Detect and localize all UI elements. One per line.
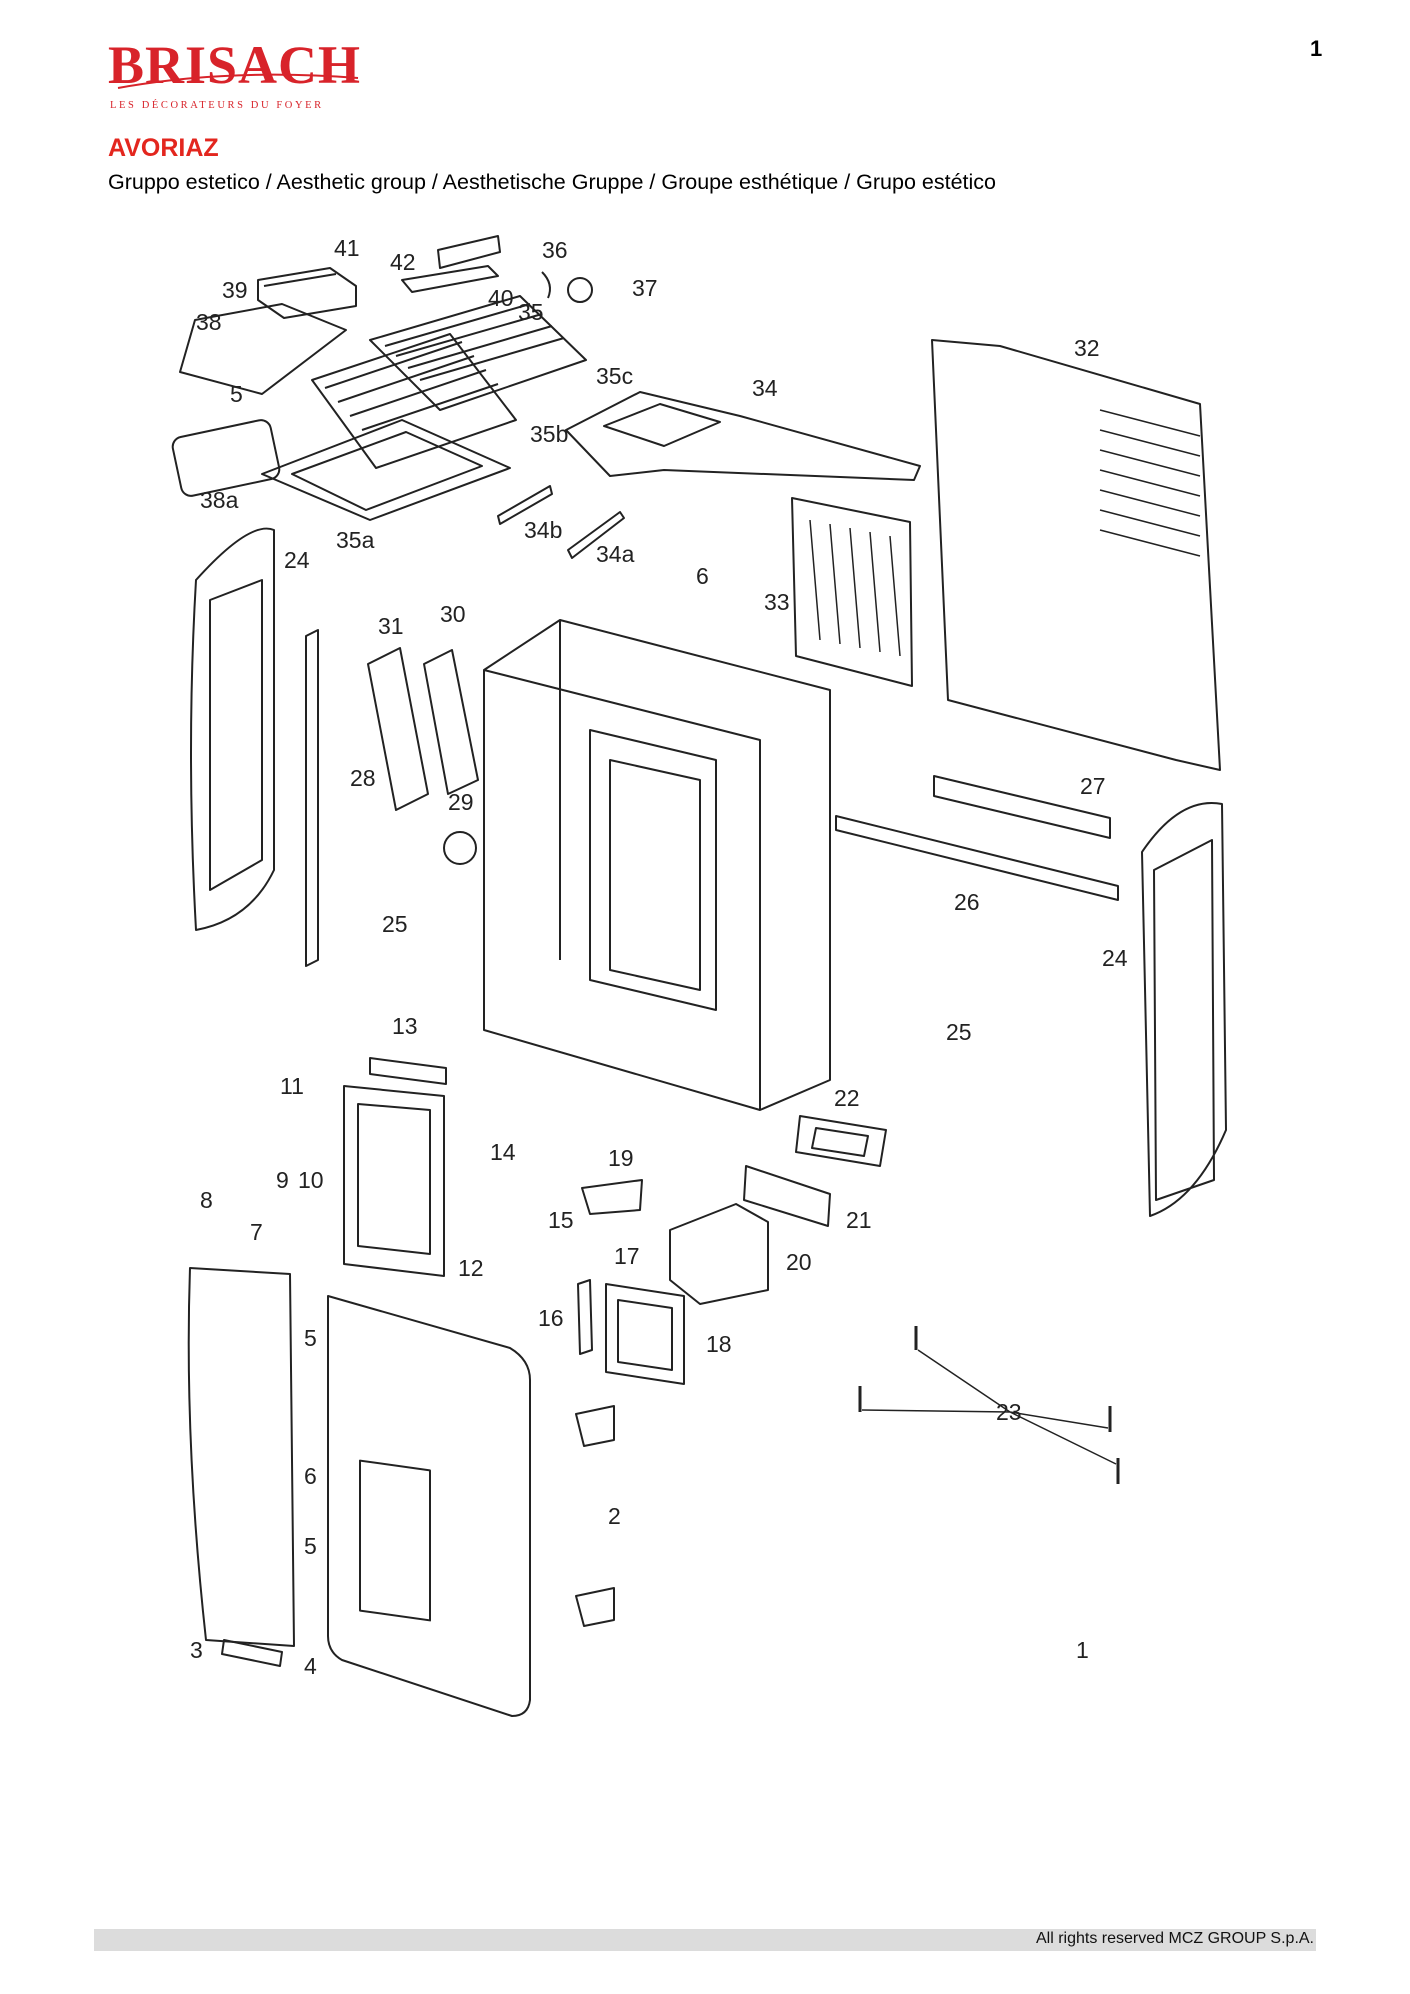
- part-34-bracket: [565, 391, 921, 481]
- callout-34b: 34b: [524, 517, 562, 543]
- part-38a-gasket: [171, 419, 281, 497]
- callout-17: 17: [614, 1243, 640, 1269]
- callout-28: 28: [350, 765, 376, 791]
- part-12-door-frame: [343, 1085, 445, 1277]
- callout-24a: 24: [284, 547, 310, 573]
- part-7-side-glass: [187, 1267, 295, 1647]
- callout-33: 33: [764, 589, 790, 615]
- callout-16: 16: [538, 1305, 564, 1331]
- callout-20: 20: [786, 1249, 812, 1275]
- callout-13: 13: [392, 1013, 418, 1039]
- callout-36: 36: [542, 237, 568, 263]
- part-30-glass: [423, 649, 479, 795]
- callout-29: 29: [448, 789, 474, 815]
- callout-38a: 38a: [200, 487, 239, 513]
- callout-11: 11: [280, 1073, 304, 1099]
- page-number: 1: [1310, 36, 1323, 61]
- callout-18: 18: [706, 1331, 732, 1357]
- callout-22: 22: [834, 1085, 860, 1111]
- part-35-grille: [369, 295, 587, 411]
- part-38-plate: [179, 303, 347, 395]
- callout-37: 37: [632, 275, 658, 301]
- main-body: [483, 619, 831, 1111]
- callout-41: 41: [334, 235, 360, 261]
- callout-35: 35: [518, 299, 544, 325]
- callout-30: 30: [440, 601, 466, 627]
- callout-6a: 6: [696, 563, 709, 589]
- part-39-41-top-bracket: [257, 267, 357, 319]
- callout-40: 40: [488, 285, 514, 311]
- callout-34: 34: [752, 375, 778, 401]
- part-21-plate: [743, 1165, 831, 1227]
- part-16-strip: [577, 1279, 593, 1355]
- footer-bar: [94, 1929, 1316, 1951]
- callout-2: 2: [608, 1503, 621, 1529]
- brisach-logo: BRISACH LES DÉCORATEURS DU FOYER: [108, 38, 368, 118]
- callout-34a: 34a: [596, 541, 635, 567]
- callout-42: 42: [390, 249, 416, 275]
- callout-35a: 35a: [336, 527, 375, 553]
- callout-21: 21: [846, 1207, 872, 1233]
- part-34b-strip: [497, 485, 553, 525]
- callout-25b: 25: [946, 1019, 972, 1045]
- logo-swoosh-icon: [117, 73, 359, 89]
- callout-38: 38: [196, 309, 222, 335]
- part-33-grille-panel: [791, 497, 913, 687]
- part-2-hinges: [575, 1405, 615, 1627]
- callout-9: 9: [276, 1167, 289, 1193]
- callout-35b: 35b: [530, 421, 568, 447]
- part-1-front-door: [327, 1295, 531, 1717]
- callout-7: 7: [250, 1219, 263, 1245]
- callout-24b: 24: [1102, 945, 1128, 971]
- callout-25a: 25: [382, 911, 408, 937]
- logo-tagline: LES DÉCORATEURS DU FOYER: [110, 100, 324, 111]
- callout-1: 1: [1076, 1637, 1089, 1663]
- callout-6b: 6: [304, 1463, 317, 1489]
- part-31-glass: [367, 647, 429, 811]
- callout-15: 15: [548, 1207, 574, 1233]
- callout-23: 23: [996, 1399, 1022, 1425]
- part-32-back-panel: [931, 339, 1221, 771]
- part-17-plate: [605, 1283, 685, 1385]
- callout-26: 26: [954, 889, 980, 915]
- part-34a-strip: [567, 511, 625, 559]
- callout-35c: 35c: [596, 363, 633, 389]
- callout-3: 3: [190, 1637, 203, 1663]
- footer-copyright: All rights reserved MCZ GROUP S.p.A.: [1036, 1930, 1314, 1947]
- model-title: AVORIAZ: [108, 134, 219, 162]
- callout-10: 10: [298, 1167, 324, 1193]
- part-20-ash-box: [669, 1203, 769, 1305]
- part-35b-grille: [311, 333, 517, 469]
- callout-32: 32: [1074, 335, 1100, 361]
- part-24-left-panel: [190, 527, 275, 931]
- callout-14: 14: [490, 1139, 516, 1165]
- callout-39: 39: [222, 277, 248, 303]
- part-26-rail: [835, 815, 1119, 901]
- part-40-42-top-bar: [401, 235, 501, 293]
- part-27-rail: [933, 775, 1111, 839]
- part-3-handle: [221, 1639, 283, 1667]
- part-24-right-panel: [1141, 802, 1227, 1217]
- callout-5a: 5: [230, 381, 243, 407]
- callout-19: 19: [608, 1145, 634, 1171]
- part-22-plate: [795, 1115, 887, 1167]
- part-13-bracket: [369, 1057, 447, 1085]
- part-28-profile: [305, 629, 319, 967]
- callout-4: 4: [304, 1653, 317, 1679]
- callout-5c: 5: [304, 1533, 317, 1559]
- callout-8: 8: [200, 1187, 213, 1213]
- callout-27: 27: [1080, 773, 1106, 799]
- callout-31: 31: [378, 613, 404, 639]
- part-35a-frame: [261, 419, 511, 521]
- callout-12: 12: [458, 1255, 484, 1281]
- part-19-bracket: [581, 1179, 643, 1215]
- page-subtitle: Gruppo estetico / Aesthetic group / Aest…: [108, 170, 996, 194]
- callout-5b: 5: [304, 1325, 317, 1351]
